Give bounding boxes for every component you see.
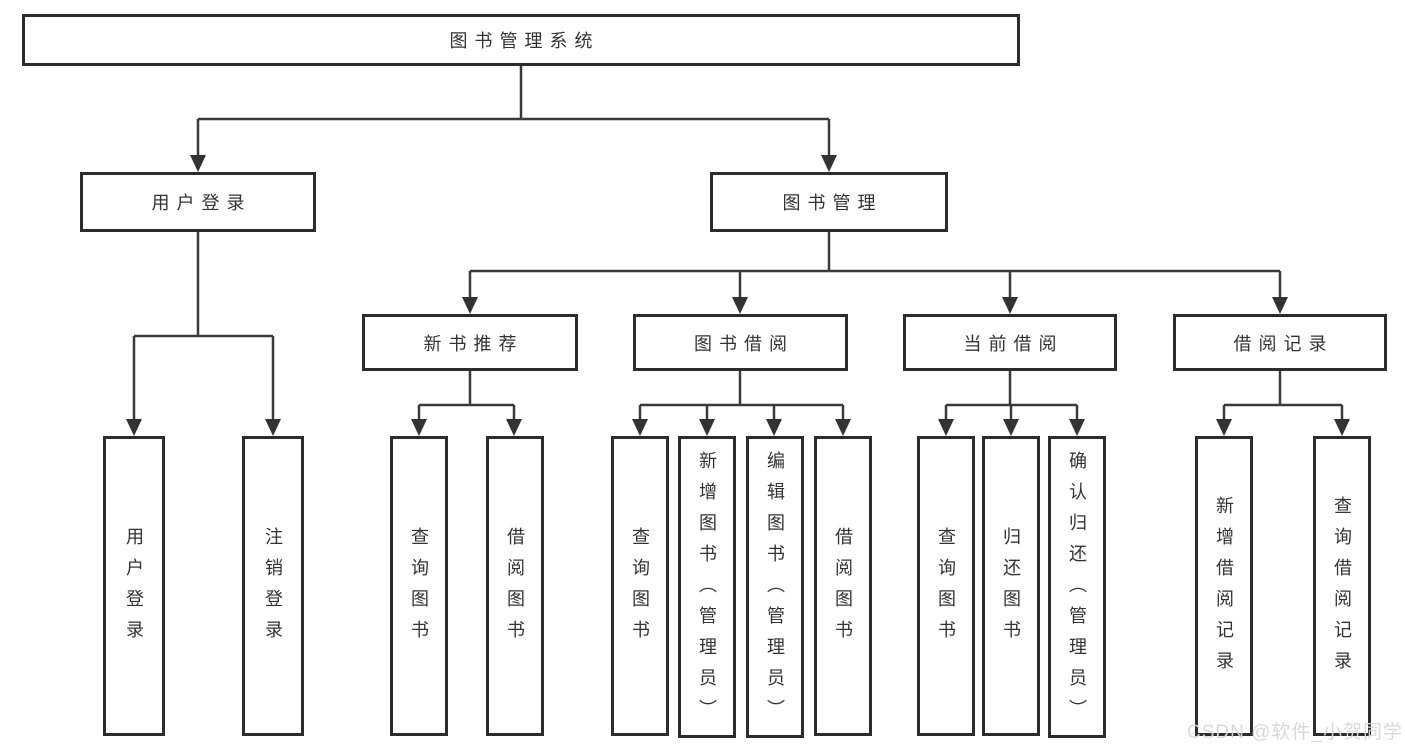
watermark: CSDN @软件_小贺同学: [1187, 722, 1403, 743]
arrowheads: [126, 155, 1350, 436]
leaf-edit-books-admin: 编辑图书（管理员）: [746, 436, 804, 738]
node-current-borrow: 当前借阅: [903, 314, 1117, 371]
leaf-add-books-admin: 新增图书（管理员）: [678, 436, 736, 738]
leaf-return-books: 归还图书: [982, 436, 1040, 736]
leaf-confirm-return-admin: 确认归还（管理员）: [1048, 436, 1106, 738]
node-root-library-system: 图书管理系统: [22, 14, 1020, 66]
node-user-login: 用户登录: [80, 172, 316, 232]
leaf-borrow-books-recommend: 借阅图书: [486, 436, 544, 736]
node-new-book-recommend: 新书推荐: [362, 314, 578, 371]
leaf-query-books-recommend: 查询图书: [390, 436, 448, 736]
leaf-logout: 注销登录: [242, 436, 304, 736]
leaf-add-borrow-record: 新增借阅记录: [1195, 436, 1253, 736]
node-book-management: 图书管理: [710, 172, 948, 232]
leaf-user-login: 用户登录: [103, 436, 165, 736]
leaf-query-books-current: 查询图书: [917, 436, 975, 736]
node-book-borrow: 图书借阅: [633, 314, 848, 371]
leaf-borrow-books: 借阅图书: [814, 436, 872, 736]
leaf-query-borrow-record: 查询借阅记录: [1313, 436, 1371, 736]
node-borrow-records: 借阅记录: [1173, 314, 1387, 371]
leaf-query-books-borrow: 查询图书: [611, 436, 669, 736]
